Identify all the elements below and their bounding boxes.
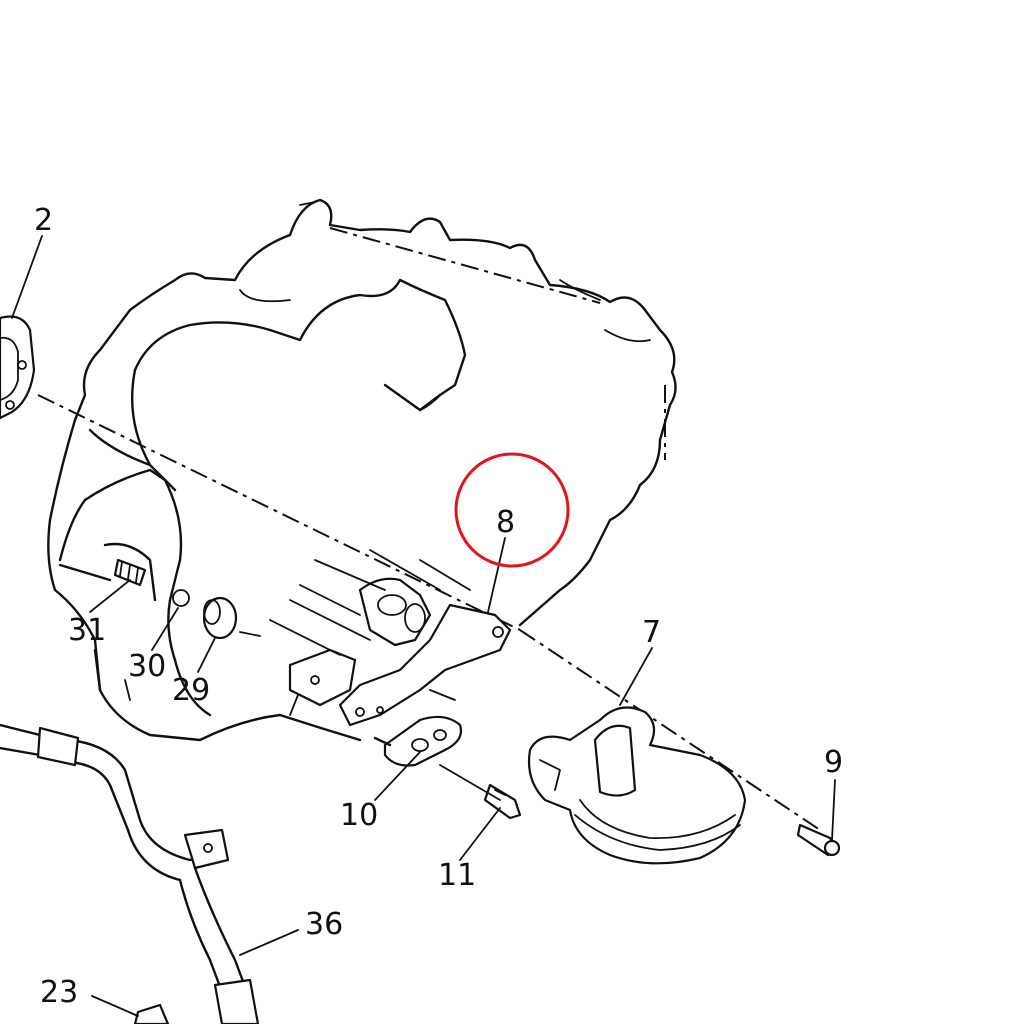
callout-29: 29	[172, 673, 210, 708]
callout-8: 8	[496, 505, 515, 540]
bush-part-29	[202, 596, 261, 640]
callout-36: 36	[305, 907, 343, 942]
highlight-circle	[454, 452, 570, 568]
stud-part-31	[113, 558, 147, 587]
bracket-plate-part-8	[269, 549, 512, 727]
callout-numbers: 2 8 7 9 10 11 31 30 29 36 23	[34, 203, 843, 1010]
callout-7: 7	[642, 615, 661, 650]
strainer-part-7	[527, 706, 747, 865]
callout-11: 11	[438, 858, 476, 893]
bolt-part-11	[439, 764, 522, 820]
callout-30: 30	[128, 649, 166, 684]
callout-31: 31	[68, 613, 106, 648]
crankcase-cover	[47, 198, 677, 742]
clamp-plate-part-10	[373, 715, 463, 767]
gasket-part-2	[0, 315, 36, 420]
callout-23: 23	[40, 975, 78, 1010]
callout-10: 10	[340, 798, 378, 833]
bolt-part-23	[133, 1003, 170, 1024]
callout-2: 2	[34, 203, 53, 238]
leader-lines	[11, 235, 836, 1017]
oring-part-30	[172, 589, 190, 607]
hose-part-36	[0, 723, 260, 1024]
screw-part-9	[796, 823, 841, 857]
callout-9: 9	[824, 745, 843, 780]
